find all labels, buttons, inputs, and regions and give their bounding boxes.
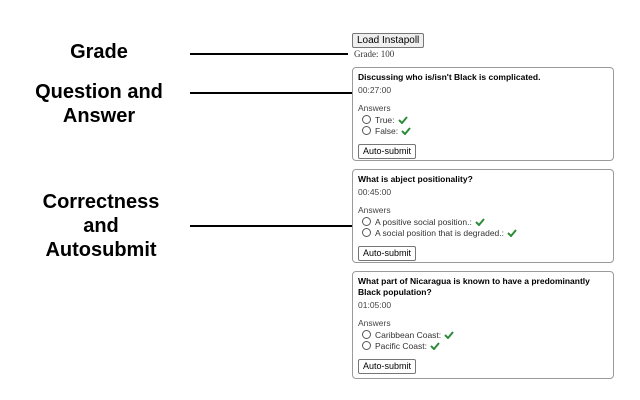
check-icon	[475, 217, 485, 226]
callout-corr-line3: Autosubmit	[45, 239, 157, 261]
callout-corr-line1: Correctness	[42, 191, 160, 213]
radio-button[interactable]	[362, 217, 371, 226]
answers-label: Answers	[358, 318, 391, 328]
check-icon	[444, 330, 454, 339]
check-icon	[430, 341, 440, 350]
answer-option[interactable]: Caribbean Coast:	[362, 329, 608, 340]
radio-button[interactable]	[362, 115, 371, 124]
callout-qa-line1: Question and	[35, 81, 163, 103]
radio-button[interactable]	[362, 228, 371, 237]
leader-line-question	[190, 92, 352, 94]
auto-submit-button[interactable]: Auto-submit	[358, 246, 417, 261]
poll-timer: 00:27:00	[358, 85, 392, 95]
poll-card: What is abject positionality? 00:45:00 A…	[352, 169, 614, 263]
poll-question: What part of Nicaragua is known to have …	[358, 276, 590, 297]
callout-grade: Grade	[62, 40, 136, 64]
answer-label: Pacific Coast:	[375, 340, 427, 351]
callout-qa-line2: Answer	[62, 105, 136, 127]
answer-label: True:	[375, 114, 395, 125]
check-icon	[397, 115, 408, 124]
radio-button[interactable]	[362, 330, 371, 339]
grade-text: Grade: 100	[354, 49, 395, 59]
poll-question: Discussing who is/isn't Black is complic…	[358, 72, 541, 82]
poll-card: Discussing who is/isn't Black is complic…	[352, 67, 614, 161]
radio-button[interactable]	[362, 126, 371, 135]
answer-label: A positive social position.:	[375, 216, 472, 227]
answer-option[interactable]: A positive social position.:	[362, 216, 608, 227]
leader-line-correctness	[190, 225, 352, 227]
callout-correctness: Correctness and Autosubmit	[24, 190, 178, 262]
poll-timer: 01:05:00	[358, 300, 392, 310]
answer-label: A social position that is degraded.:	[375, 227, 504, 238]
leader-line-grade	[190, 53, 348, 55]
answer-label: Caribbean Coast:	[375, 329, 442, 340]
poll-question: What is abject positionality?	[358, 174, 473, 184]
callout-corr-line2: and	[83, 215, 119, 237]
callout-grade-text: Grade	[70, 41, 128, 63]
answer-option[interactable]: True:	[362, 114, 608, 125]
auto-submit-button[interactable]: Auto-submit	[358, 359, 417, 374]
auto-submit-button[interactable]: Auto-submit	[358, 144, 417, 159]
check-icon	[507, 228, 517, 237]
answer-option[interactable]: Pacific Coast:	[362, 340, 608, 351]
load-instapoll-button[interactable]: Load Instapoll	[352, 33, 425, 48]
answer-label: False:	[375, 125, 399, 136]
check-icon	[401, 126, 411, 135]
answers-label: Answers	[358, 205, 391, 215]
answer-option[interactable]: False:	[362, 125, 608, 136]
poll-card: What part of Nicaragua is known to have …	[352, 271, 614, 379]
radio-button[interactable]	[362, 341, 371, 350]
answers-label: Answers	[358, 103, 391, 113]
poll-timer: 00:45:00	[358, 187, 392, 197]
callout-question-answer: Question and Answer	[24, 80, 174, 128]
answer-option[interactable]: A social position that is degraded.:	[362, 227, 608, 238]
